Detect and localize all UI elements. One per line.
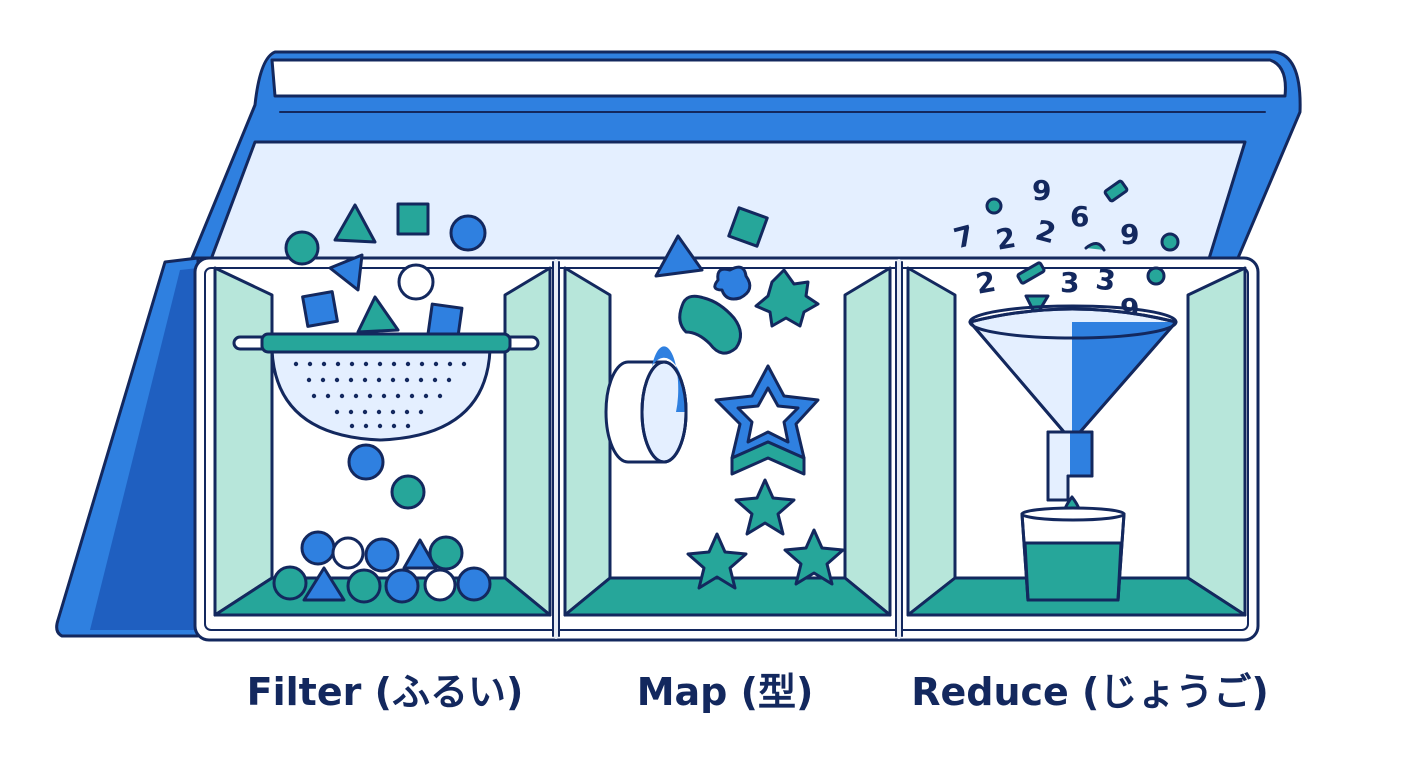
sieve-hole: [434, 362, 438, 366]
digit: 9: [1120, 218, 1139, 251]
sieve-hole: [392, 362, 396, 366]
sieve-hole: [405, 378, 409, 382]
sieve-hole: [405, 410, 409, 414]
sieve-hole: [433, 378, 437, 382]
sieve-hole: [335, 410, 339, 414]
sieve-hole: [354, 394, 358, 398]
sieve-hole: [308, 362, 312, 366]
sieve-hole: [396, 394, 400, 398]
filter-label: Filter (ふるい): [210, 664, 560, 720]
sieve-hole: [312, 394, 316, 398]
sieve-hole: [364, 424, 368, 428]
sieve-hole: [392, 424, 396, 428]
sieve-hole: [321, 378, 325, 382]
sieve-hole: [462, 362, 466, 366]
cup-icon: [1022, 497, 1124, 600]
sieve-hole: [349, 378, 353, 382]
sieve-hole: [378, 424, 382, 428]
sieve-hole: [406, 362, 410, 366]
map-label: Map (型): [590, 664, 860, 720]
sieve-hole: [335, 378, 339, 382]
sieve-hole: [424, 394, 428, 398]
digit: 9: [1032, 174, 1051, 207]
sieve-hole: [406, 424, 410, 428]
digit: 6: [1070, 200, 1089, 233]
sieve-hole: [340, 394, 344, 398]
sieve-hole: [322, 362, 326, 366]
sieve-hole: [363, 410, 367, 414]
sieve-hole: [364, 362, 368, 366]
sieve-hole: [420, 362, 424, 366]
sieve-hole: [349, 410, 353, 414]
sieve-hole: [419, 378, 423, 382]
sieve-hole: [377, 378, 381, 382]
sieve-hole: [447, 378, 451, 382]
box-side-panel: [57, 258, 198, 636]
digit: 3: [1060, 266, 1079, 299]
sieve-hole: [368, 394, 372, 398]
sieve-hole: [336, 362, 340, 366]
sieve-hole: [438, 394, 442, 398]
sieve-hole: [391, 378, 395, 382]
sieve-hole: [326, 394, 330, 398]
sieve-hole: [410, 394, 414, 398]
sieve-hole: [350, 424, 354, 428]
sieve-hole: [294, 362, 298, 366]
sieve-hole: [307, 378, 311, 382]
sieve-hole: [378, 362, 382, 366]
sieve-hole: [377, 410, 381, 414]
sieve-hole: [448, 362, 452, 366]
reduce-label: Reduce (じょうご): [880, 664, 1300, 720]
sieve-hole: [419, 410, 423, 414]
sieve-hole: [391, 410, 395, 414]
sieve-hole: [350, 362, 354, 366]
sieve-hole: [382, 394, 386, 398]
sieve-hole: [363, 378, 367, 382]
